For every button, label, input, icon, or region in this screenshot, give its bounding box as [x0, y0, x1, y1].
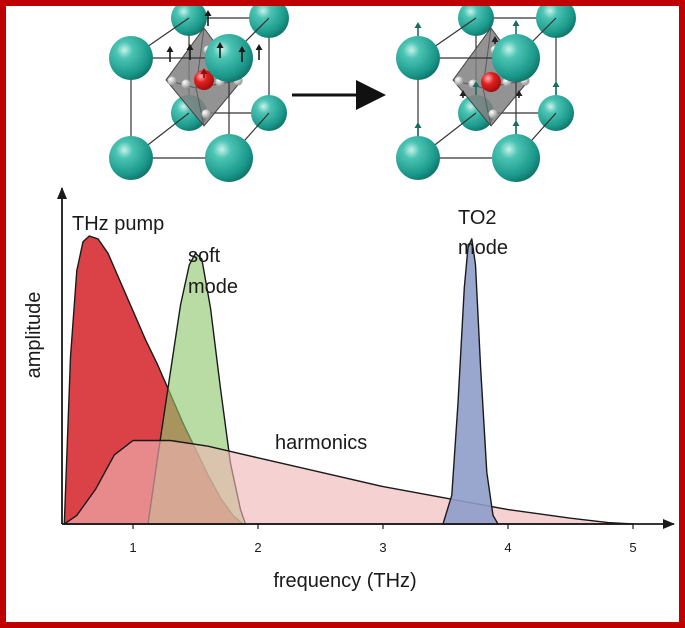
- crystal-structure-excited: [396, 6, 576, 182]
- displacement-arrow-head: [166, 46, 174, 52]
- a-site-atom: [249, 6, 289, 38]
- displacement-arrow-head: [238, 46, 246, 52]
- displacement-arrow-head: [512, 20, 520, 26]
- x-tick-label-3: 3: [379, 540, 386, 555]
- series-layer: [63, 235, 634, 525]
- spectrum-plot: 1 2 3 4 5 frequency (THz) amplitude THz pump…: [23, 187, 675, 592]
- a-site-atom: [396, 36, 440, 80]
- x-tick-label-4: 4: [504, 540, 511, 555]
- y-axis-label: amplitude: [23, 292, 45, 379]
- a-site-atom: [205, 34, 253, 82]
- displacement-arrow-head: [200, 68, 208, 74]
- x-tick-label-5: 5: [629, 540, 636, 555]
- oxygen-atom: [488, 109, 498, 119]
- displacement-arrow-head: [414, 22, 422, 28]
- a-site-atom: [458, 6, 494, 36]
- displacement-arrow-head: [491, 36, 499, 42]
- a-site-atom: [536, 6, 576, 38]
- a-site-atom: [109, 136, 153, 180]
- series-area-to2-mode: [442, 238, 499, 525]
- oxygen-atom: [167, 76, 177, 86]
- transition-arrow: [292, 80, 386, 110]
- series-label-thz-pump-text: THz pump: [72, 213, 164, 235]
- x-tick-label-2: 2: [254, 540, 261, 555]
- series-label-harmonics: harmonics: [275, 432, 367, 454]
- a-site-atom: [492, 134, 540, 182]
- displacement-arrow-head: [472, 81, 480, 87]
- figure-canvas: 1 2 3 4 5 frequency (THz) amplitude THz pump…: [23, 6, 675, 592]
- series-label-soft-mode-line1: soft: [188, 245, 221, 267]
- oxygen-atom: [201, 109, 211, 119]
- displacement-arrow-head: [204, 10, 212, 16]
- a-site-atom: [171, 6, 207, 36]
- series-label-soft-mode-line2: mode: [188, 276, 238, 298]
- series-area-harmonics: [63, 439, 634, 525]
- displacement-arrow-head: [515, 90, 523, 96]
- displacement-arrow-head: [216, 42, 224, 48]
- b-site-atom: [481, 72, 501, 92]
- oxygen-atom: [454, 76, 464, 86]
- a-site-atom: [109, 36, 153, 80]
- x-axis-label: frequency (THz): [273, 570, 416, 592]
- x-ticks: 1 2 3 4 5: [129, 524, 637, 555]
- a-site-atom: [396, 136, 440, 180]
- oxygen-atom: [181, 79, 191, 89]
- x-tick-label-1: 1: [129, 540, 136, 555]
- series-label-to2-mode-line2: mode: [458, 237, 508, 259]
- displacement-arrow-head: [552, 81, 560, 87]
- displacement-arrow-head: [459, 90, 467, 96]
- a-site-atom: [205, 134, 253, 182]
- displacement-arrow-head: [255, 44, 263, 50]
- displacement-arrow-head: [186, 44, 194, 50]
- a-site-atom: [492, 34, 540, 82]
- displacement-arrow-head: [414, 122, 422, 128]
- series-label-to2-mode: TO2 mode: [458, 207, 508, 259]
- series-label-to2-mode-line1: TO2: [458, 207, 497, 229]
- series-label-thz-pump: THz pump: [72, 213, 164, 235]
- displacement-arrow-head: [512, 120, 520, 126]
- b-site-atom: [194, 70, 214, 90]
- crystal-structure-initial: [109, 6, 289, 182]
- series-label-soft-mode: soft mode: [188, 245, 238, 298]
